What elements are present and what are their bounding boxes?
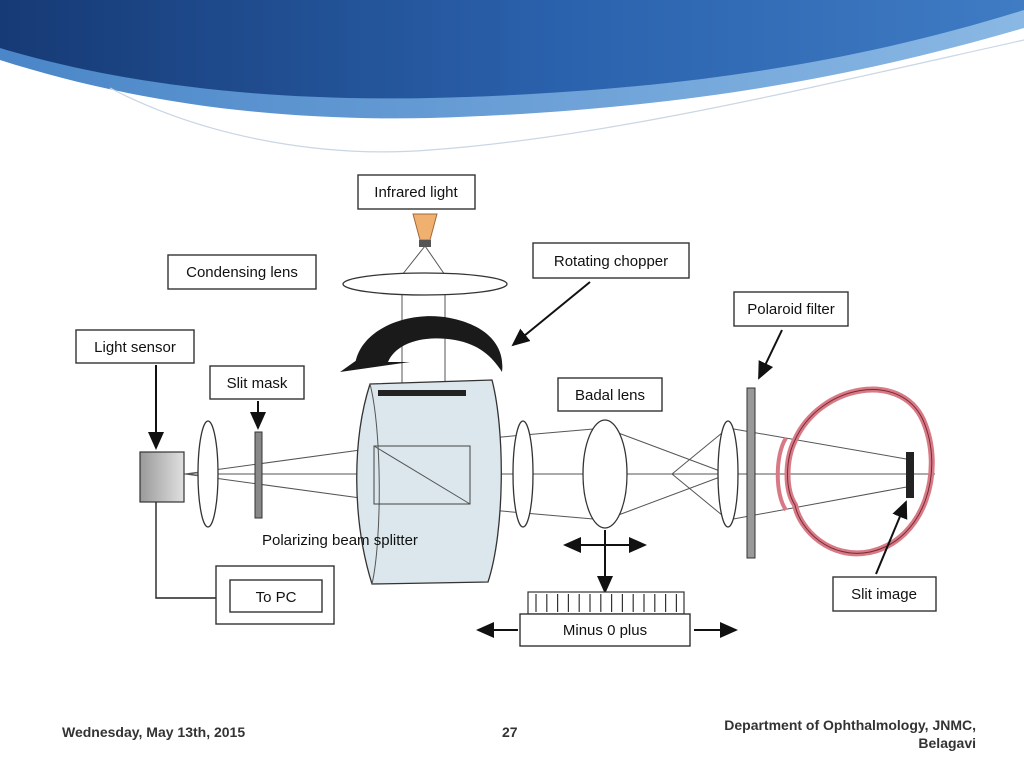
eye-lens [717,420,739,528]
slit-image-label: Slit image [851,586,917,603]
polaroid-filter-pointer [758,329,783,380]
footer-department: Department of Ophthalmology, JNMC, Belag… [636,716,976,752]
rotating-chopper [340,316,503,372]
relay-lens [512,420,534,528]
to-pc-label: To PC [256,589,297,606]
slit-mask-label-box: Slit mask [209,365,305,400]
condensing-lens-label-box: Condensing lens [167,254,317,290]
badal-lens [582,419,628,529]
minus-zero-plus-scale: Minus 0 plus [519,591,691,647]
beam-splitter-label: Polarizing beam splitter [262,532,418,549]
light-sensor [139,451,185,503]
header-banner [0,0,1024,153]
scale-label: Minus 0 plus [563,622,647,639]
condensing-lens [342,272,508,296]
pc-cable [155,502,225,599]
slit-mask [254,431,263,519]
department-line-1: Department of Ophthalmology, JNMC, [724,717,976,733]
condensing-lens-label: Condensing lens [186,264,298,281]
polaroid-filter-label: Polaroid filter [747,301,835,318]
badal-lens-label-box: Badal lens [557,377,663,412]
retina-slit-image [906,452,914,498]
light-sensor-label-box: Light sensor [75,329,195,364]
slit-image-pointer [875,500,908,575]
collector-lens [197,420,219,528]
department-line-2: Belagavi [918,735,976,751]
infrared-light-label: Infrared light [374,184,458,201]
slit-image-label-box: Slit image [832,576,937,612]
light-sensor-label: Light sensor [94,339,176,356]
to-pc-box: To PC [215,565,335,625]
slit-mask-label: Slit mask [227,375,288,392]
polarizing-beam-splitter [356,379,502,585]
badal-lens-label: Badal lens [575,387,645,404]
rotating-chopper-label-box: Rotating chopper [532,242,690,279]
polaroid-filter [746,387,756,559]
footer-date: Wednesday, May 13th, 2015 [62,724,246,740]
infrared-light-label-box: Infrared light [357,174,476,210]
eye [775,386,935,557]
polaroid-filter-label-box: Polaroid filter [733,291,849,327]
infrared-lamp [412,213,438,247]
chopper-pointer [511,281,591,347]
page-number: 27 [502,724,518,740]
rotating-chopper-label: Rotating chopper [554,253,668,270]
